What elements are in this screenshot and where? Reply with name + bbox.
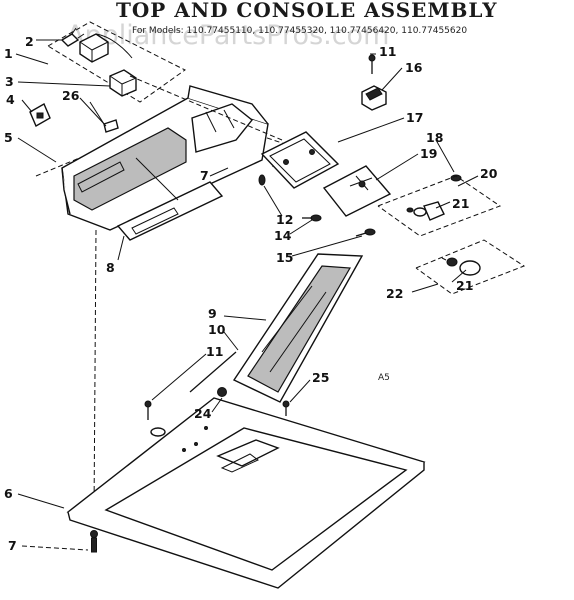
part-21-lamp-socket [406,201,445,221]
part-9-panel-insulation [232,253,364,403]
callout-26: 26 [62,88,80,103]
callout-1: 1 [4,46,13,61]
callout-21-lower: 21 [456,278,473,293]
callout-10: 10 [208,322,226,337]
wiring-harness-outline [47,21,186,103]
callout-7-screw: 7 [8,538,17,553]
callout-22: 22 [386,286,403,301]
callout-17: 17 [406,110,423,125]
part-17-timer-bezel [260,131,340,189]
callout-24: 24 [194,406,212,421]
part-20-lamp-assembly [377,175,502,237]
part-3-switch [109,69,137,97]
part-15-screw [355,228,376,237]
leader-lines [15,39,479,551]
callout-2: 2 [25,34,34,49]
callout-20: 20 [480,166,498,181]
console-panel [35,85,286,241]
callout-6: 6 [4,486,13,501]
assembly-line [129,75,283,141]
callout-labels: 1 2 3 4 5 6 7 7 8 9 10 11 11 12 14 15 16… [4,34,498,553]
callout-9: 9 [208,306,217,321]
part-1-terminal-block [79,33,133,63]
corner-code: A5 [378,373,390,383]
callout-11-upper: 11 [379,44,396,59]
callout-7-console: 7 [200,168,209,183]
part-12-screw [258,174,266,186]
part-25-screw [282,400,290,416]
diagram-title: TOP AND CONSOLE ASSEMBLY [116,0,497,22]
part-2-connector [60,27,85,47]
part-19-timer-housing [322,165,392,217]
callout-16: 16 [405,60,423,75]
part-6-top-panel [66,397,426,589]
part-10-wire [189,351,237,393]
callout-12: 12 [276,212,293,227]
callout-11-lower: 11 [206,344,223,359]
model-list: For Models: 110.77455110, 110.77455320, … [132,26,467,36]
part-24-plug [217,387,227,397]
callout-18: 18 [426,130,443,145]
part-11-screw [144,400,152,420]
part-11-screw-top [368,54,376,74]
part-14-screw [302,214,322,222]
callout-14: 14 [274,228,292,243]
assembly-line [93,229,97,513]
part-21-lamp-bulb [441,257,481,276]
part-4-bracket [29,103,51,127]
callout-25: 25 [312,370,329,385]
part-16-switch [361,85,387,111]
callout-8: 8 [106,260,115,275]
part-7-screw [90,530,98,553]
callout-19: 19 [420,146,437,161]
callout-3: 3 [5,74,14,89]
callout-5: 5 [4,130,13,145]
part-26-clip [103,119,119,133]
callout-4: 4 [6,92,15,107]
callout-15: 15 [276,250,293,265]
callout-21-upper: 21 [452,196,469,211]
